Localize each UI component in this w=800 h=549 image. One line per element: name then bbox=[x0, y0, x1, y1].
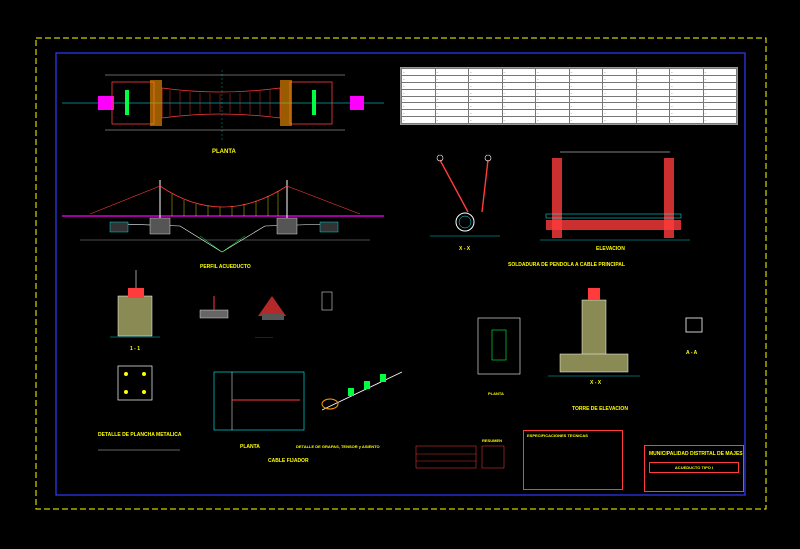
section-11-label: 1 - 1 bbox=[130, 346, 140, 352]
planta-anclaje-label: PLANTA bbox=[240, 444, 260, 450]
quantities-table: –––––––––– –––––––––– –––––––––– –––––––… bbox=[400, 67, 738, 125]
anchor-details bbox=[199, 291, 333, 320]
section-xx2-label: X - X bbox=[590, 380, 602, 386]
planta-label: PLANTA bbox=[212, 149, 237, 155]
detail-caption: —————— bbox=[255, 335, 273, 339]
grapas-label: DETALLE DE GRAPAS, TENSOR y ASIENTO bbox=[296, 444, 380, 449]
elevacion-view bbox=[540, 151, 690, 241]
section-11-view bbox=[110, 270, 160, 338]
torre-view bbox=[477, 288, 703, 377]
section-xx-view bbox=[430, 154, 500, 237]
title-block: MUNICIPALIDAD DISTRITAL DE MAJES ACUEDUC… bbox=[644, 445, 744, 492]
planta-view bbox=[62, 70, 384, 140]
municipality-name: MUNICIPALIDAD DISTRITAL DE MAJES bbox=[649, 451, 743, 457]
elevacion-anchor-label: PLANTA bbox=[488, 391, 504, 396]
grapas-view bbox=[321, 371, 403, 411]
specifications-box: ESPECIFICACIONES TECNICAS bbox=[523, 430, 623, 490]
outer-frame bbox=[35, 37, 767, 510]
elevacion-label: ELEVACION bbox=[596, 246, 625, 252]
pendolas-label: SOLDADURA DE PENDOLA A CABLE PRINCIPAL bbox=[508, 262, 625, 268]
corte-aa-label: A - A bbox=[686, 350, 698, 356]
perfil-label: PERFIL ACUEDUCTO bbox=[200, 264, 251, 270]
torre-label: TORRE DE ELEVACION bbox=[572, 406, 628, 412]
plate-view bbox=[117, 365, 153, 401]
spec-title: ESPECIFICACIONES TECNICAS bbox=[527, 433, 588, 438]
resumen-label: RESUMEN bbox=[482, 438, 502, 443]
section-xx-label: X - X bbox=[459, 246, 471, 252]
resumen-tables bbox=[415, 445, 505, 469]
inner-border bbox=[55, 52, 746, 496]
project-name: ACUEDUCTO TIPO I bbox=[649, 462, 739, 473]
perfil-view bbox=[62, 180, 384, 253]
detalle-placa-label: DETALLE DE PLANCHA METALICA bbox=[98, 432, 182, 438]
anclaje-view bbox=[213, 371, 305, 431]
cable-fijacion-label: CABLE FIJADOR bbox=[268, 458, 309, 464]
